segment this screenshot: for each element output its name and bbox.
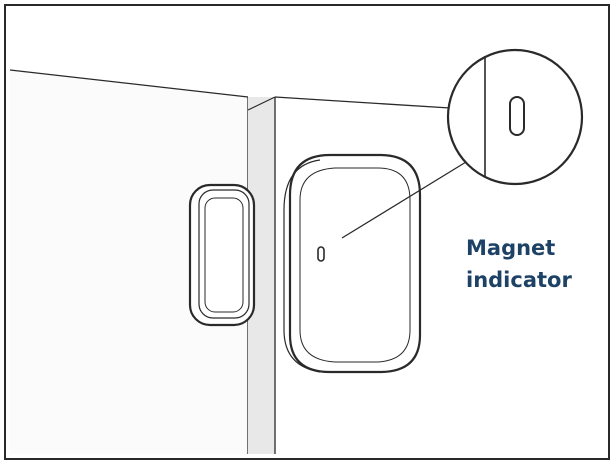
callout-label: Magnet indicator [466, 236, 572, 292]
callout-leader-line [341, 161, 467, 239]
magnet-indicator-enlarged [509, 96, 525, 136]
zoom-detail-circle [446, 48, 584, 186]
door-frame [247, 96, 451, 454]
sensor-body [283, 153, 422, 374]
magnet-piece [188, 183, 256, 327]
magnet-indicator-mark [317, 246, 325, 262]
diagram-border [4, 4, 610, 460]
